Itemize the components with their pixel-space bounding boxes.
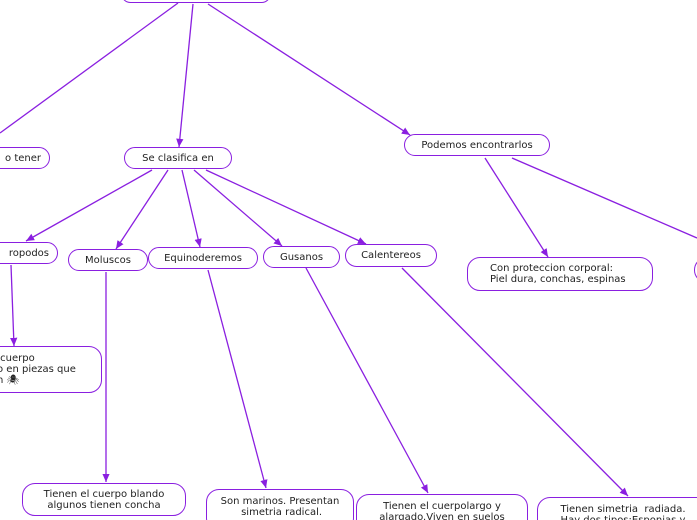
edge-root-clasifica [176, 3, 194, 148]
node-proteccion-corporal[interactable]: Con proteccion corporal: Piel dura, conc… [467, 257, 653, 291]
node-equinodermos[interactable]: Equinoderemos [148, 247, 258, 269]
node-gusanos[interactable]: Gusanos [263, 246, 340, 268]
node-moluscos[interactable]: Moluscos [68, 249, 148, 271]
node-calentereos-desc[interactable]: Tienen simetria radiada. Hay dos tipos:E… [537, 497, 697, 520]
node-puede-tener[interactable]: o tener [0, 147, 50, 169]
node-calentereos[interactable]: Calentereos [345, 244, 437, 267]
edge-clasifica-moluscos [115, 169, 169, 250]
node-artropodos[interactable]: ropodos [0, 242, 58, 264]
root-node[interactable] [121, 0, 271, 3]
node-artropodos-desc[interactable]: cuerpo o en piezas que n 🕷 [0, 346, 102, 393]
node-equinodermos-desc[interactable]: Son marinos. Presentan simetria radical. [206, 489, 354, 520]
edge-clasifica-calentereos [205, 169, 367, 245]
edge-clasifica-gusanos [193, 169, 283, 247]
edge-podemos-offscreen [511, 157, 697, 239]
edge-gusanos-desc [305, 267, 429, 494]
edge-root-puede-tener [0, 2, 179, 134]
node-podemos-encontrarlos[interactable]: Podemos encontrarlos [404, 134, 550, 156]
edge-calentereos-desc [401, 267, 629, 497]
edge-equinodermos-desc [207, 269, 268, 489]
node-se-clasifica[interactable]: Se clasifica en [124, 147, 232, 169]
node-moluscos-desc[interactable]: Tienen el cuerpo blando algunos tienen c… [22, 483, 186, 516]
node-gusanos-desc[interactable]: Tienen el cuerpolargo y alargado.Viven e… [356, 494, 528, 520]
edge-clasifica-equinodermos [181, 169, 202, 248]
edge-artropodos-desc [10, 264, 18, 347]
edge-root-podemos [207, 3, 411, 136]
edge-podemos-proteccion [484, 157, 549, 258]
edge-clasifica-artropodos [25, 169, 153, 242]
